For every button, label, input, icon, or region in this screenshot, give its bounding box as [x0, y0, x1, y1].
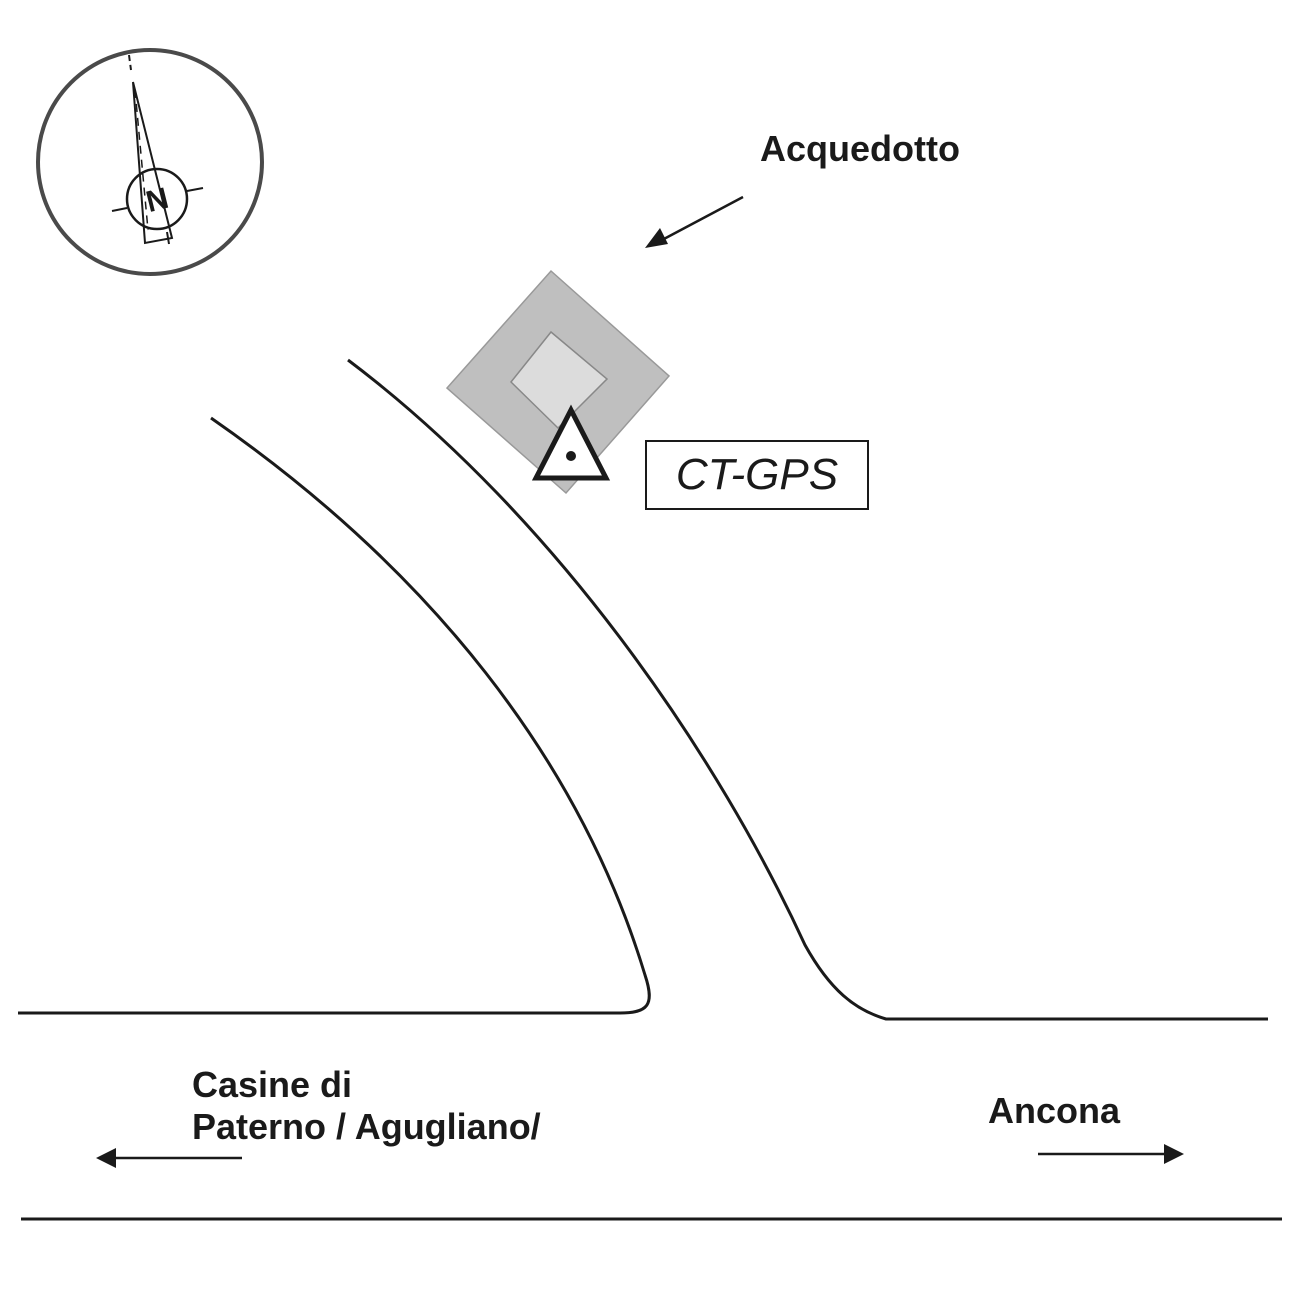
building-icon	[445, 269, 671, 495]
station-label-box: CT-GPS	[645, 440, 869, 510]
aqueduct-pointer-arrow	[645, 195, 744, 248]
compass-letter: N	[143, 182, 172, 219]
west-direction-arrow	[96, 1148, 242, 1168]
station-label: CT-GPS	[675, 450, 839, 499]
aqueduct-label: Acquedotto	[760, 128, 960, 169]
side-road-west-edge	[18, 416, 651, 1015]
side-road-east-edge	[347, 358, 1268, 1021]
compass-north-icon: N	[36, 48, 264, 276]
west-destination-line2: Paterno / Agugliano/	[192, 1106, 541, 1147]
west-destination-line1: Casine di	[192, 1064, 353, 1105]
west-destination-label: Casine di Paterno / Agugliano/	[192, 1064, 541, 1148]
triangle-benchmark-icon	[531, 404, 611, 481]
east-direction-arrow	[1038, 1144, 1184, 1164]
east-destination-label: Ancona	[988, 1090, 1121, 1131]
